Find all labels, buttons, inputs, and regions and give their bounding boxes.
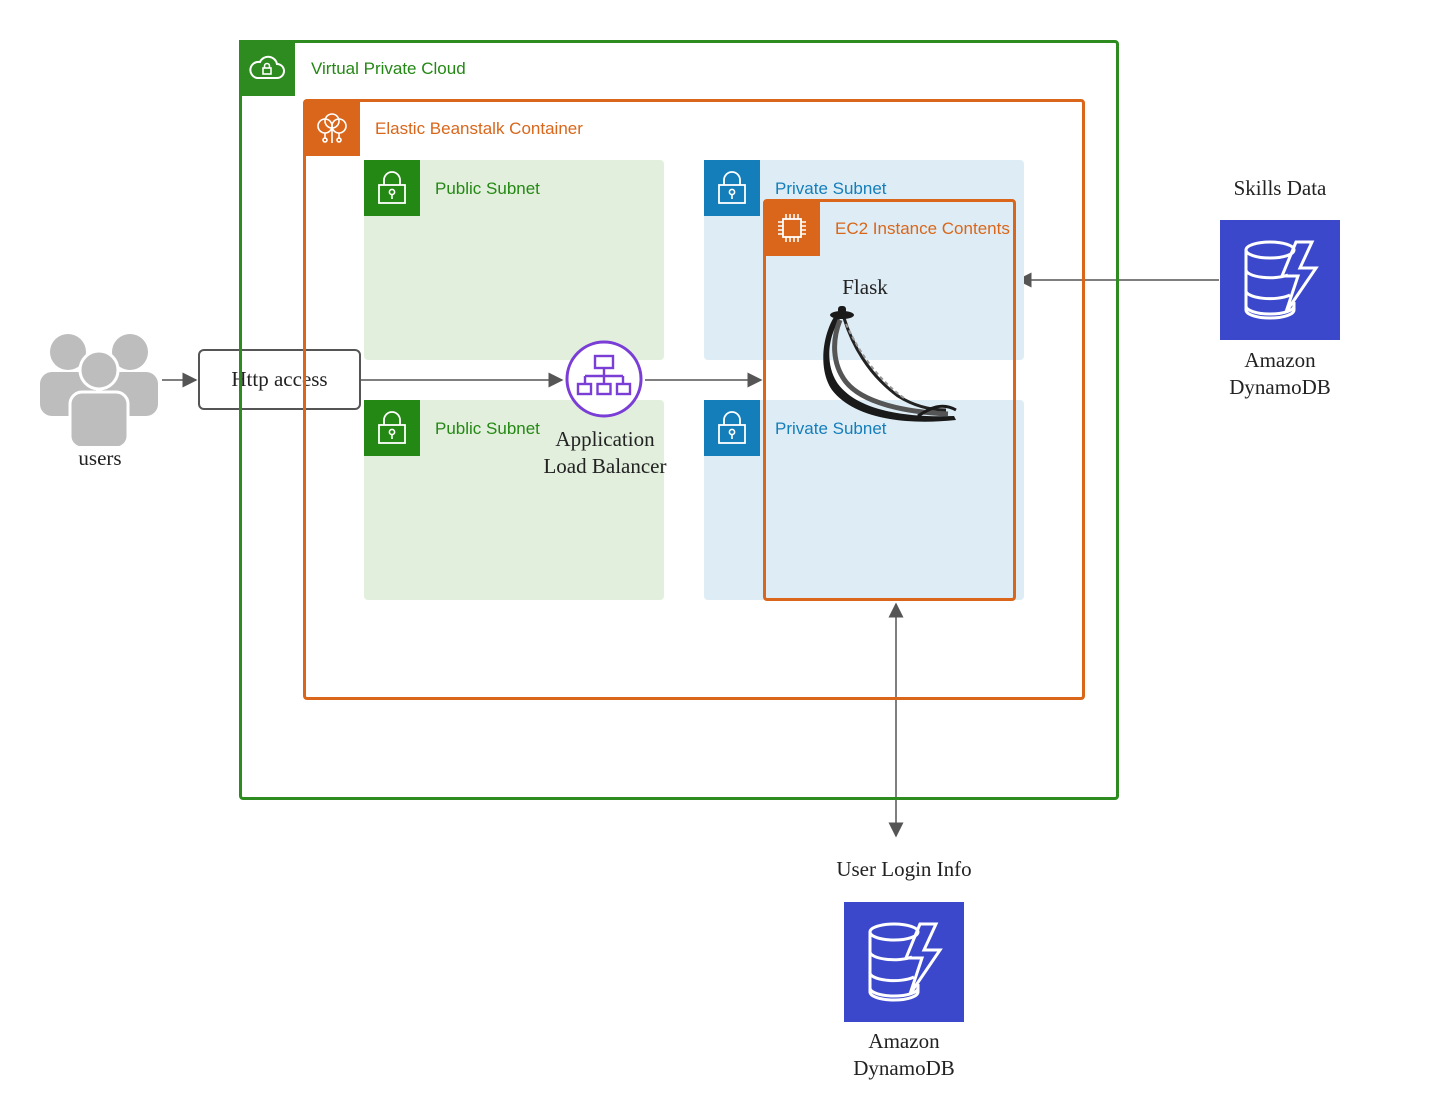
- cloud-lock-icon: [249, 55, 285, 79]
- public-subnet-2-label: Public Subnet: [435, 419, 540, 438]
- skills-db-label-line2: DynamoDB: [1229, 375, 1331, 399]
- beanstalk-label: Elastic Beanstalk Container: [375, 119, 583, 138]
- private-subnet-1-icon: [704, 160, 760, 216]
- beanstalk-group: [303, 99, 1085, 700]
- login-db-label: Amazon DynamoDB: [814, 1028, 994, 1082]
- flask-label: Flask: [842, 275, 888, 299]
- lock-icon: [378, 171, 406, 204]
- private-subnet-2-label: Private Subnet: [775, 419, 887, 438]
- lock-icon: [718, 171, 746, 204]
- lock-icon: [718, 411, 746, 444]
- vpc-group: [239, 40, 1119, 800]
- alb-label: Application Load Balancer: [520, 426, 690, 480]
- ec2-instance-group: [763, 199, 1016, 601]
- load-balancer-icon: [565, 340, 643, 418]
- dynamodb-icon: [1244, 240, 1319, 320]
- login-db-title: User Login Info: [836, 857, 972, 881]
- alb-label-line2: Load Balancer: [543, 454, 667, 478]
- login-db-label-line2: DynamoDB: [853, 1056, 955, 1080]
- flask-horn-icon: [823, 306, 957, 422]
- beanstalk-header-icon: [304, 100, 360, 156]
- public-subnet-2-icon: [364, 400, 420, 456]
- http-access-box: Http access: [198, 349, 361, 410]
- login-dynamodb-node: [844, 902, 964, 1022]
- skills-db-title: Skills Data: [1233, 176, 1327, 200]
- vpc-header-icon: [239, 40, 295, 96]
- skills-dynamodb-node: [1220, 220, 1340, 340]
- users-label: users: [78, 446, 122, 470]
- users-node: users: [38, 330, 162, 470]
- skills-db-label-line1: Amazon: [1244, 348, 1316, 372]
- login-db-label-line1: Amazon: [868, 1029, 940, 1053]
- public-subnet-1-label: Public Subnet: [435, 179, 540, 198]
- users-icon: [40, 334, 158, 450]
- vpc-label: Virtual Private Cloud: [311, 59, 466, 78]
- public-subnet-1-icon: [364, 160, 420, 216]
- skills-db-label: Amazon DynamoDB: [1190, 347, 1370, 401]
- private-subnet-2-icon: [704, 400, 760, 456]
- chip-icon: [778, 214, 806, 242]
- alb-label-line1: Application: [555, 427, 655, 451]
- lock-icon: [378, 411, 406, 444]
- private-subnet-1-label: Private Subnet: [775, 179, 887, 198]
- ec2-label: EC2 Instance Contents: [835, 219, 1010, 238]
- beanstalk-icon: [317, 113, 347, 143]
- ec2-header-icon: [764, 200, 820, 256]
- dynamodb-icon: [868, 922, 943, 1002]
